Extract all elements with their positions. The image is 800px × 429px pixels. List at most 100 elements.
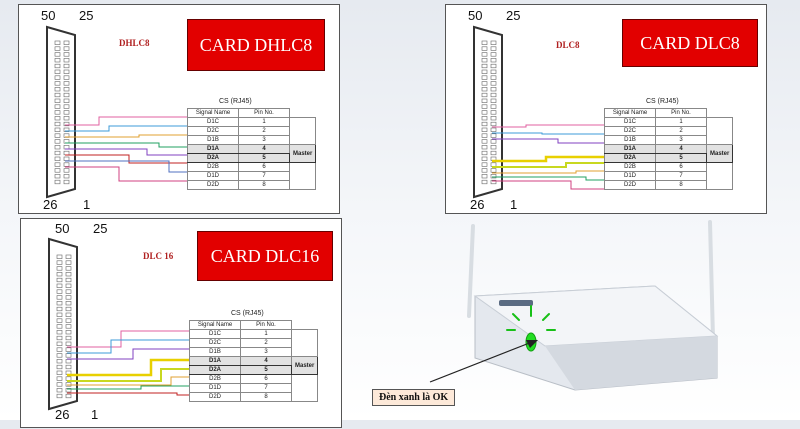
connector-pin bbox=[56, 312, 63, 317]
signal-name-cell: D1D bbox=[187, 171, 239, 181]
connector-pin bbox=[54, 162, 61, 167]
connector-pin bbox=[56, 364, 63, 370]
connector-pin bbox=[56, 272, 63, 277]
connector-pin bbox=[54, 58, 61, 63]
device-logo bbox=[499, 300, 533, 306]
card-small-label: DLC8 bbox=[556, 40, 580, 50]
pin-number-cell: 5 bbox=[240, 365, 292, 375]
pin-number-cell: 1 bbox=[655, 117, 707, 127]
connector-pin bbox=[65, 306, 72, 312]
connector-pin bbox=[54, 133, 61, 138]
connector-pin bbox=[54, 81, 61, 86]
connector-pin bbox=[481, 116, 488, 121]
connector-pin bbox=[490, 98, 497, 103]
master-label: Master bbox=[705, 144, 734, 163]
panel-dhlc8: 50 25 26 1 DHLC8 CARD DHLC8 CS (RJ45) Si… bbox=[18, 4, 340, 214]
connector-pin bbox=[54, 150, 61, 156]
signal-name-cell: D2D bbox=[604, 180, 656, 190]
table-blank-cell bbox=[288, 162, 317, 190]
connector-pin bbox=[481, 162, 488, 167]
pin-number-26: 26 bbox=[55, 407, 70, 422]
table-blank-cell bbox=[290, 374, 319, 402]
connector-pin bbox=[63, 162, 70, 167]
connector-pin bbox=[481, 121, 488, 127]
connector-pin bbox=[54, 40, 61, 45]
connector-pin bbox=[56, 393, 63, 399]
connector-pin bbox=[56, 254, 63, 259]
column-header-pin: Pin No. bbox=[238, 108, 290, 118]
pin-number-1: 1 bbox=[510, 197, 518, 212]
connector-pin bbox=[490, 87, 497, 92]
connector-diagram-dlc8 bbox=[473, 25, 604, 199]
connector-pin bbox=[490, 127, 497, 132]
signal-name-cell: D2C bbox=[189, 338, 241, 348]
signal-name-cell: D2A bbox=[187, 153, 239, 163]
wire-d1d bbox=[65, 160, 187, 173]
wire-d1b bbox=[65, 134, 187, 138]
connector-pin bbox=[490, 145, 497, 150]
connector-pin bbox=[481, 179, 488, 185]
connector-pin bbox=[56, 330, 63, 335]
connector-pin bbox=[481, 168, 488, 173]
connector-pin bbox=[65, 335, 72, 341]
connector-pin bbox=[65, 382, 72, 387]
wire-d2d bbox=[65, 166, 187, 182]
connector-pin bbox=[481, 110, 488, 115]
connector-pin bbox=[63, 81, 70, 86]
wire-d2d bbox=[492, 180, 604, 190]
connector-pin bbox=[490, 52, 497, 57]
connector-pin bbox=[56, 306, 63, 312]
connector-diagram-dlc16 bbox=[48, 237, 189, 411]
wire-d2d bbox=[67, 392, 189, 396]
connector-pins bbox=[481, 40, 497, 185]
connector-pin bbox=[490, 63, 497, 69]
wire-d2a bbox=[67, 368, 189, 382]
table-blank-cell bbox=[705, 162, 734, 190]
callout-led-ok: Đèn xanh là OK bbox=[372, 389, 456, 406]
connector-pin bbox=[54, 92, 61, 98]
connector-pin bbox=[54, 121, 61, 127]
connector-pin bbox=[65, 266, 72, 271]
wire-d2c bbox=[492, 132, 604, 135]
connector-pin bbox=[490, 58, 497, 63]
connector-pin bbox=[490, 168, 497, 173]
connector-pin bbox=[63, 174, 70, 179]
connector-pin bbox=[56, 353, 63, 358]
wire-d2c bbox=[65, 125, 187, 132]
connector-pin bbox=[54, 139, 61, 144]
panel-dlc8: 50 25 26 1 DLC8 CARD DLC8 CS (RJ45) Sign… bbox=[445, 4, 767, 214]
pin-number-26: 26 bbox=[43, 197, 58, 212]
connector-pins bbox=[56, 254, 72, 399]
connector-pin bbox=[63, 92, 70, 98]
wire-d2a bbox=[65, 148, 187, 156]
connector-shape bbox=[48, 237, 78, 411]
connector-pin bbox=[54, 174, 61, 179]
column-header-signal: Signal Name bbox=[189, 320, 241, 330]
connector-pin bbox=[490, 162, 497, 167]
connector-pin bbox=[63, 75, 70, 80]
led-rays-icon bbox=[506, 305, 556, 331]
wire-d2b bbox=[65, 154, 187, 164]
connector-pin bbox=[65, 260, 72, 265]
pin-number-cell: 8 bbox=[238, 180, 290, 190]
connector-pin bbox=[63, 127, 70, 132]
pin-number-cell: 4 bbox=[238, 144, 290, 154]
connector-pin bbox=[54, 145, 61, 150]
connector-pin bbox=[65, 301, 72, 306]
signal-name-cell: D2C bbox=[187, 126, 239, 136]
connector-pin bbox=[65, 254, 72, 259]
signal-name-cell: D1A bbox=[189, 356, 241, 366]
connector-pin bbox=[481, 40, 488, 45]
column-header-pin: Pin No. bbox=[655, 108, 707, 118]
pbx-device-illustration bbox=[467, 220, 719, 391]
connector-pin bbox=[65, 272, 72, 277]
connector-pin bbox=[54, 69, 61, 74]
signal-name-cell: D1A bbox=[604, 144, 656, 154]
pin-number-cell: 5 bbox=[238, 153, 290, 163]
connector-pin bbox=[56, 347, 63, 352]
